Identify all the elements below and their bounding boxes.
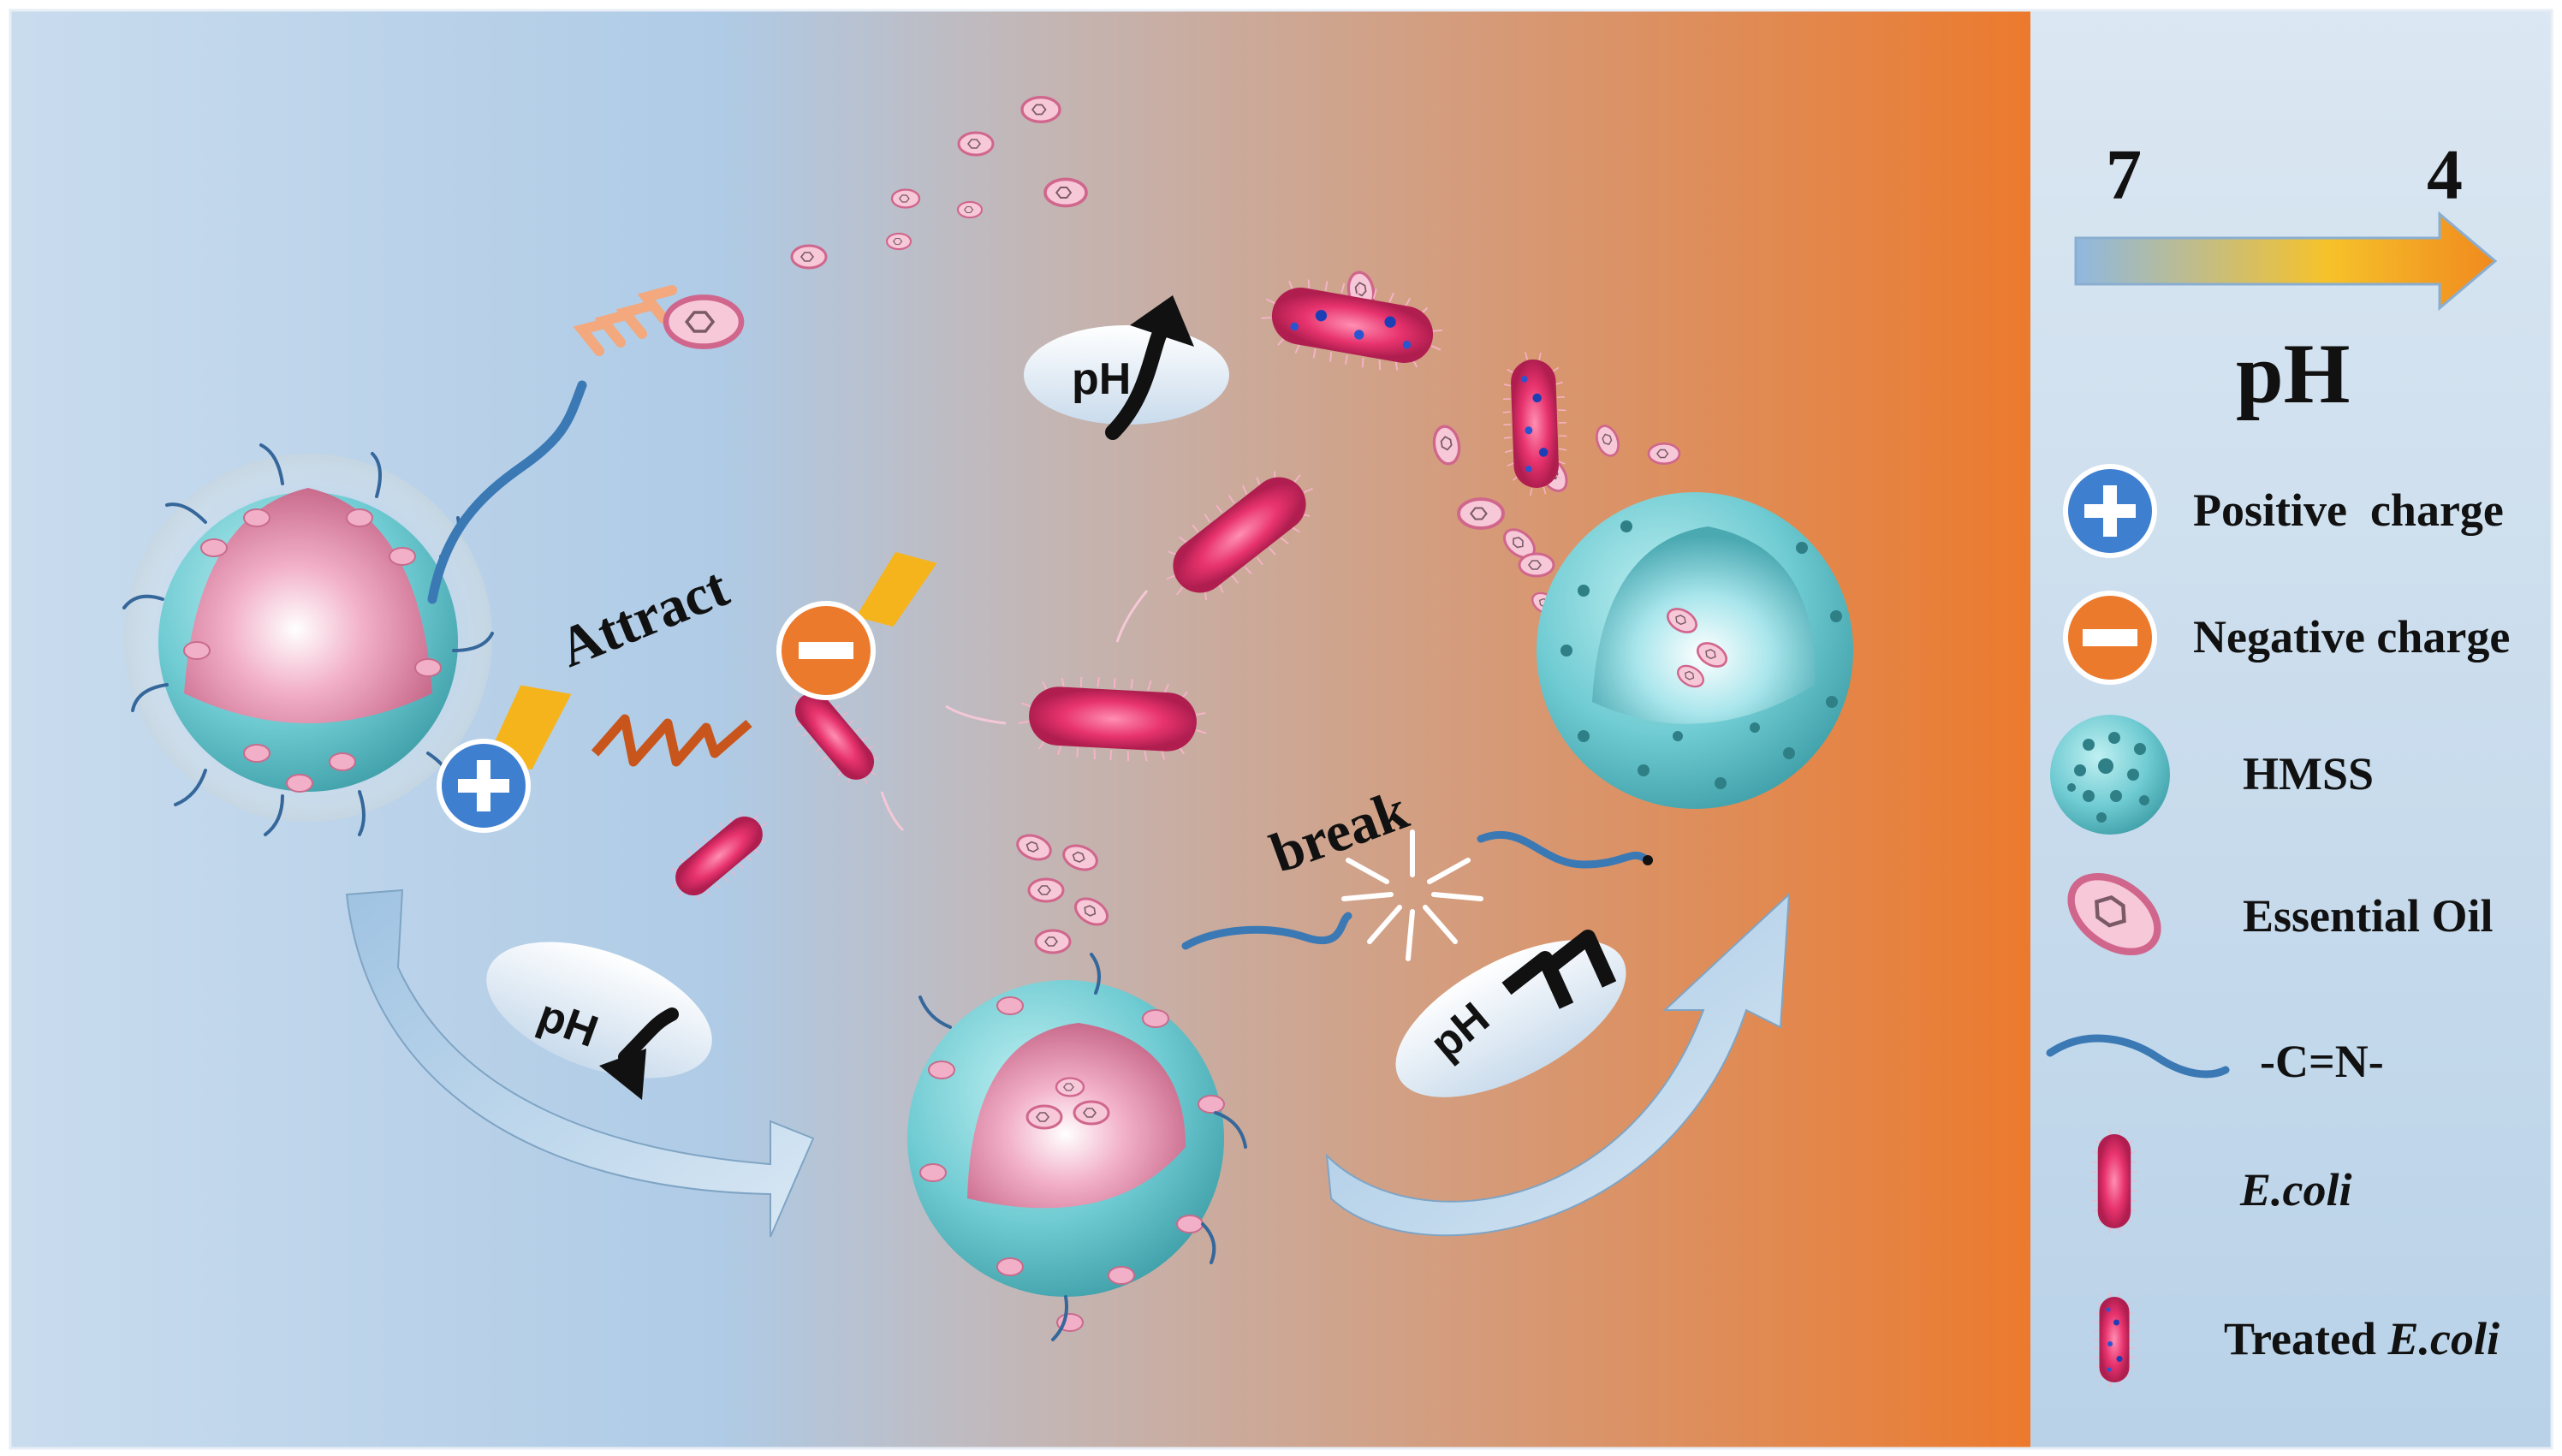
ph-decrease-path: pH bbox=[345, 888, 815, 1238]
legend-ecoli: E.coli bbox=[2090, 1127, 2352, 1235]
bond-chain-icon bbox=[2046, 1034, 2230, 1079]
empty-hmss-particle bbox=[1537, 492, 1853, 809]
ph-imine-path: pH bbox=[1325, 892, 1791, 1237]
legend-treated-ecoli: Treated E.coli bbox=[2094, 1292, 2500, 1388]
legend-label: Essential Oil bbox=[2243, 890, 2494, 942]
legend-positive-charge: Positive charge bbox=[2063, 464, 2504, 558]
silica-sphere-icon bbox=[2050, 715, 2170, 835]
legend-negative-charge: Negative charge bbox=[2063, 591, 2510, 685]
legend-imine-bond: -C=N- bbox=[2046, 1034, 2384, 1087]
oil-core bbox=[184, 488, 432, 723]
ph-scale-end: 4 bbox=[2427, 135, 2463, 215]
legend-label: Positive charge bbox=[2193, 484, 2504, 536]
releasing-hmss-particle bbox=[907, 953, 1247, 1341]
svg-text:pH: pH bbox=[1072, 354, 1131, 404]
ph-increase-indicator: pH bbox=[1024, 295, 1229, 440]
imine-chain bbox=[427, 380, 587, 604]
arrow-up-icon bbox=[1130, 295, 1194, 347]
arrow-down-icon bbox=[599, 1049, 646, 1100]
legend-label: HMSS bbox=[2243, 748, 2374, 799]
ph-scale-label: pH bbox=[2236, 326, 2350, 421]
legend-label: Treated E.coli bbox=[2224, 1313, 2500, 1364]
release-chevrons bbox=[573, 285, 677, 356]
ph-scale-arrow bbox=[2074, 211, 2498, 312]
ph-scale-start: 7 bbox=[2106, 135, 2142, 215]
legend-essential-oil: Essential Oil bbox=[2057, 861, 2494, 967]
zigzag-icon bbox=[591, 714, 752, 767]
legend-hmss: HMSS bbox=[2050, 715, 2374, 835]
burst-icon bbox=[1341, 829, 1483, 961]
loaded-hmss-particle bbox=[122, 380, 587, 836]
legend-label: -C=N- bbox=[2260, 1036, 2384, 1087]
legend-label: E.coli bbox=[2239, 1164, 2352, 1215]
legend-label: Negative charge bbox=[2193, 611, 2510, 663]
